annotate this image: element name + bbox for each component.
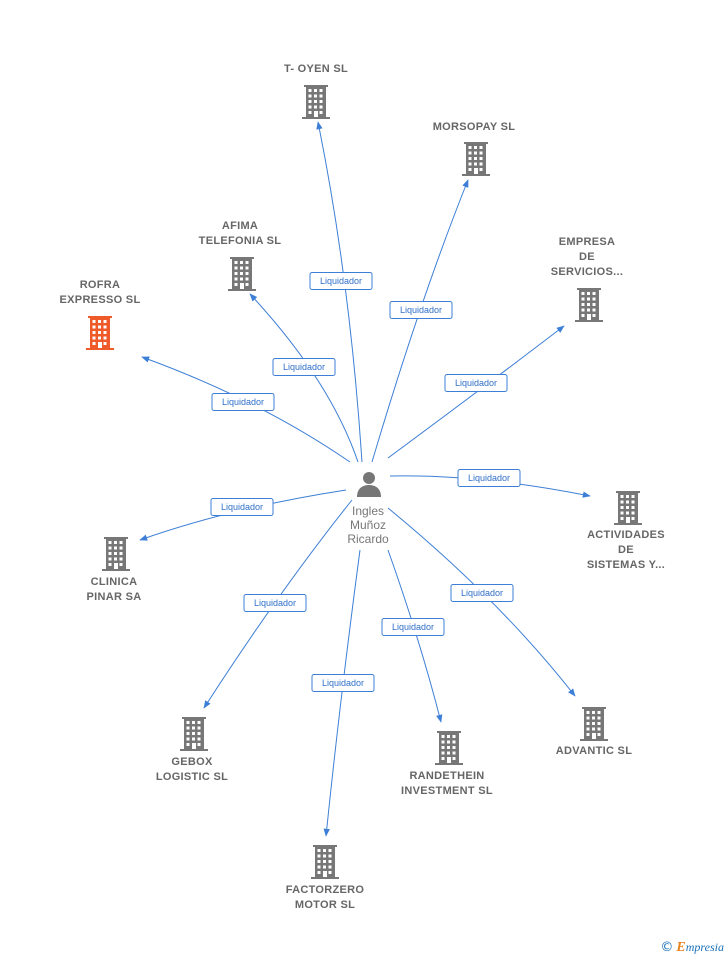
- company-node-advantic[interactable]: [577, 705, 611, 746]
- company-name-factorzero[interactable]: FACTORZERO MOTOR SL: [285, 884, 365, 911]
- edge-label-text: Liquidador: [461, 588, 503, 598]
- edge-t-oyen: [316, 121, 363, 463]
- company-name-gebox[interactable]: GEBOX LOGISTIC SL: [155, 756, 229, 783]
- edge-label-afima[interactable]: Liquidador: [272, 358, 336, 376]
- brand-name: mpresia: [685, 940, 724, 954]
- company-name-afima[interactable]: AFIMA TELEFONIA SL: [198, 220, 282, 247]
- company-node-actividades[interactable]: [611, 489, 645, 530]
- building-icon: [302, 85, 330, 119]
- company-name-clinica[interactable]: CLINICA PINAR SA: [86, 576, 142, 603]
- building-icon: [102, 537, 130, 571]
- company-name-randethein[interactable]: RANDETHEIN INVESTMENT SL: [401, 770, 493, 797]
- edge-morsopay: [371, 179, 469, 463]
- edge-label-text: Liquidador: [221, 502, 263, 512]
- company-name-t-oyen[interactable]: T- OYEN SL: [283, 63, 349, 75]
- company-node-clinica[interactable]: [99, 535, 133, 576]
- edge-label-randethein[interactable]: Liquidador: [381, 618, 445, 636]
- edge-label-text: Liquidador: [455, 378, 497, 388]
- edge-label-rofra[interactable]: Liquidador: [211, 393, 275, 411]
- company-name-advantic[interactable]: ADVANTIC SL: [555, 745, 633, 757]
- brand-initial: E: [676, 940, 686, 955]
- building-icon: [86, 316, 114, 350]
- company-node-empresa-servicios[interactable]: [572, 286, 606, 327]
- company-name-rofra[interactable]: ROFRA EXPRESSO SL: [59, 279, 141, 306]
- edge-label-gebox[interactable]: Liquidador: [243, 594, 307, 612]
- company-node-rofra[interactable]: [83, 314, 117, 355]
- company-name-empresa-servicios[interactable]: EMPRESA DE SERVICIOS...: [550, 236, 624, 278]
- edge-label-text: Liquidador: [400, 305, 442, 315]
- edge-label-text: Liquidador: [254, 598, 296, 608]
- edge-label-text: Liquidador: [283, 362, 325, 372]
- edge-label-text: Liquidador: [392, 622, 434, 632]
- brand-logo: © Empresia: [660, 940, 724, 956]
- company-node-factorzero[interactable]: [308, 843, 342, 884]
- edge-afima: [249, 293, 359, 463]
- company-name-actividades[interactable]: ACTIVIDADES DE SISTEMAS Y...: [586, 529, 666, 571]
- building-icon: [435, 731, 463, 765]
- center-person[interactable]: [355, 470, 383, 498]
- building-icon: [311, 845, 339, 879]
- edge-label-text: Liquidador: [222, 397, 264, 407]
- edge-label-text: Liquidador: [322, 678, 364, 688]
- edge-label-morsopay[interactable]: Liquidador: [389, 301, 453, 319]
- company-node-t-oyen[interactable]: [299, 83, 333, 124]
- edge-label-clinica[interactable]: Liquidador: [210, 498, 274, 516]
- edge-label-text: Liquidador: [320, 276, 362, 286]
- person-icon: [357, 472, 381, 497]
- building-icon: [180, 717, 208, 751]
- building-icon: [575, 288, 603, 322]
- company-node-randethein[interactable]: [432, 729, 466, 770]
- edge-label-t-oyen[interactable]: Liquidador: [309, 272, 373, 290]
- company-node-afima[interactable]: [225, 255, 259, 296]
- company-name-morsopay[interactable]: MORSOPAY SL: [432, 121, 516, 133]
- building-icon: [614, 491, 642, 525]
- company-node-gebox[interactable]: [177, 715, 211, 756]
- edge-label-empresa-servicios[interactable]: Liquidador: [444, 374, 508, 392]
- edge-label-actividades[interactable]: Liquidador: [457, 469, 521, 487]
- edge-label-text: Liquidador: [468, 473, 510, 483]
- center-person-name[interactable]: Ingles Muñoz Ricardo: [347, 504, 389, 546]
- building-icon: [228, 257, 256, 291]
- company-node-morsopay[interactable]: [459, 140, 493, 181]
- edge-label-factorzero[interactable]: Liquidador: [311, 674, 375, 692]
- copyright-symbol: ©: [660, 940, 674, 955]
- building-icon: [462, 142, 490, 176]
- edge-factorzero: [323, 549, 361, 837]
- edge-label-advantic[interactable]: Liquidador: [450, 584, 514, 602]
- edge-randethein: [387, 549, 443, 723]
- building-icon: [580, 707, 608, 741]
